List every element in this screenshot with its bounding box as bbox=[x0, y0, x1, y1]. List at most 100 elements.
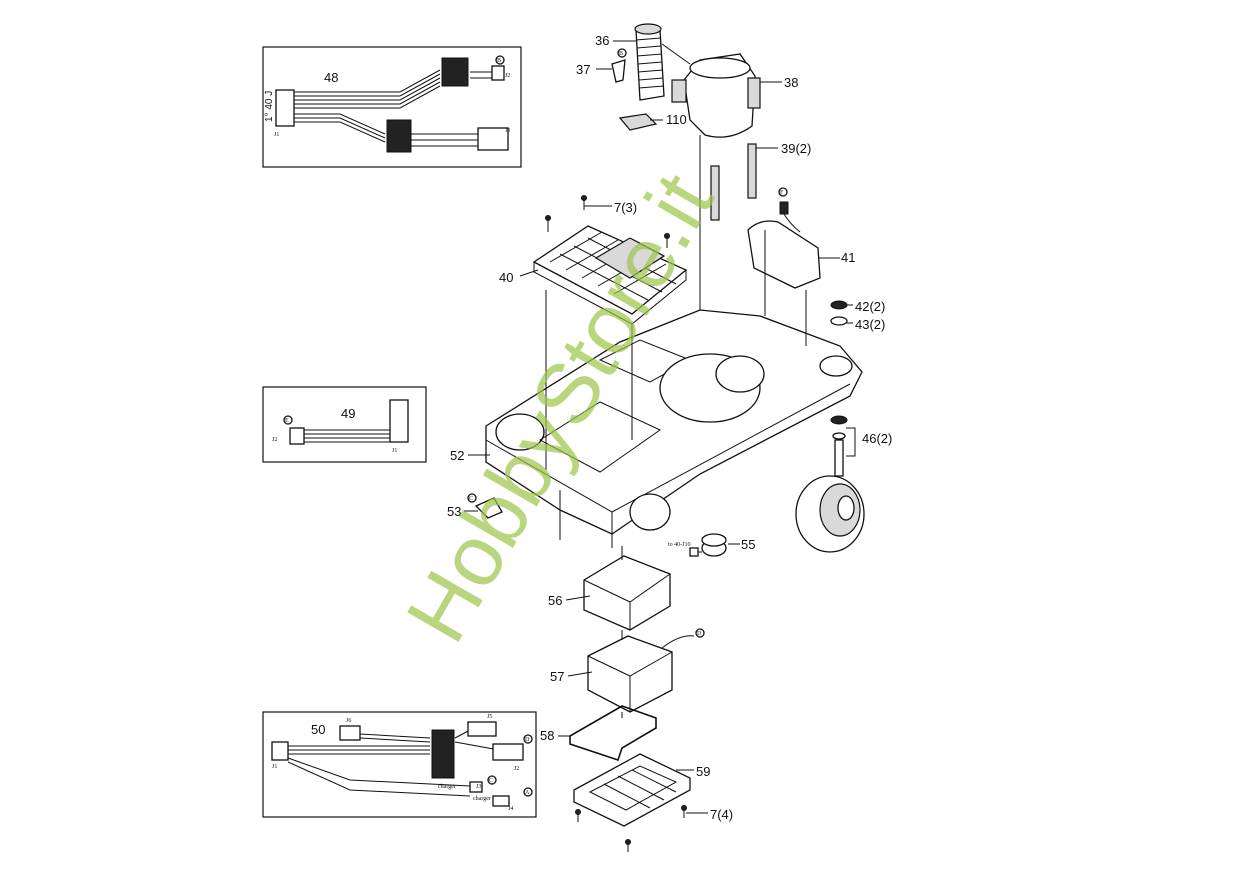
screws-7-bottom bbox=[575, 805, 687, 852]
wheel-axle bbox=[834, 439, 844, 477]
harness-50-circle-a bbox=[523, 734, 533, 744]
part-57-letter: D bbox=[697, 631, 702, 637]
callout-57: 57 bbox=[550, 669, 564, 684]
connector-note: to 40-J10 bbox=[668, 542, 691, 548]
part-38-housing bbox=[671, 53, 761, 138]
part-57-battery: D bbox=[587, 628, 705, 713]
part-53-tab: C bbox=[467, 493, 503, 519]
part-53-letter: C bbox=[469, 496, 473, 502]
harness-50-connector-j5 bbox=[467, 721, 497, 737]
hub-washer-b bbox=[832, 432, 846, 440]
part-36-ribs bbox=[635, 37, 665, 89]
chassis-center-ring bbox=[715, 355, 765, 393]
part-55-connector bbox=[689, 547, 699, 557]
part-59-plate bbox=[573, 753, 691, 827]
part-38-top-ring bbox=[689, 57, 751, 79]
harness-50-j4-label: J4 bbox=[508, 806, 513, 812]
part-52-chassis bbox=[485, 309, 863, 548]
part-41-bracket: F bbox=[747, 187, 821, 289]
part-38-tab bbox=[671, 79, 687, 103]
harness-50-charger-b: charger bbox=[473, 796, 491, 802]
harness-48-connector-j3 bbox=[477, 127, 509, 151]
callout-40: 40 bbox=[499, 270, 513, 285]
part-36-top bbox=[634, 23, 662, 35]
top-cap-letter: B bbox=[619, 51, 623, 57]
harness-49-j2-label: J2 bbox=[272, 437, 277, 443]
part-40-grid bbox=[549, 231, 677, 301]
harness-48-wires bbox=[294, 69, 495, 147]
part-37-clip bbox=[611, 59, 626, 83]
hub-washer-a bbox=[830, 415, 848, 425]
harness-50-letter-b: C bbox=[489, 778, 493, 784]
harness-48-vertical-text: 1° 40 J bbox=[264, 91, 275, 122]
chassis-body bbox=[485, 309, 863, 535]
callout-56: 56 bbox=[548, 593, 562, 608]
callout-55: 55 bbox=[741, 537, 755, 552]
harness-50-j2-label: J2 bbox=[514, 766, 519, 772]
harness-49-connector-j2 bbox=[289, 427, 305, 445]
harness-50-connector-j6 bbox=[339, 725, 361, 741]
harness-50-charger-a: charger bbox=[438, 784, 456, 790]
part-53-body bbox=[474, 497, 503, 519]
harness-50-connector-j3 bbox=[469, 781, 483, 793]
callout-7-bottom: 7(4) bbox=[710, 807, 733, 822]
part-56-body bbox=[583, 555, 671, 631]
harness-50-j3-label: J3 bbox=[476, 784, 481, 790]
harness-48-circle-tag bbox=[495, 55, 505, 65]
callout-41: 41 bbox=[841, 250, 855, 265]
callout-36: 36 bbox=[595, 33, 609, 48]
part-41-letter: F bbox=[780, 190, 784, 196]
part-57-body bbox=[587, 635, 673, 713]
part-41-connector bbox=[779, 201, 789, 215]
wheel-center bbox=[837, 495, 855, 521]
harness-48-connector-j2 bbox=[491, 65, 505, 81]
part-53-circle-tag bbox=[467, 493, 477, 503]
spring-left bbox=[710, 165, 720, 221]
washer-43 bbox=[830, 316, 848, 326]
harness-50-j6-label: J6 bbox=[346, 718, 351, 724]
harness-50-clip bbox=[431, 729, 455, 779]
callout-53: 53 bbox=[447, 504, 461, 519]
callout-46: 46(2) bbox=[862, 431, 892, 446]
part-46-wheel bbox=[795, 415, 865, 553]
callout-48: 48 bbox=[324, 70, 338, 85]
harness-50-connector-j2 bbox=[492, 743, 524, 761]
part-39-springs bbox=[710, 143, 757, 221]
callout-37: 37 bbox=[576, 62, 590, 77]
harness-48-clip-a bbox=[441, 57, 469, 87]
harness-48-j2-label: J2 bbox=[505, 73, 510, 79]
harness-49-wires bbox=[304, 429, 390, 443]
part-59-body bbox=[573, 753, 691, 827]
callout-43: 43(2) bbox=[855, 317, 885, 332]
harness-50-j1-label: J1 bbox=[272, 764, 277, 770]
chassis-left-well bbox=[495, 413, 545, 451]
callout-50: 50 bbox=[311, 722, 325, 737]
callout-110: 110 bbox=[666, 112, 687, 127]
part-55-top bbox=[701, 533, 727, 547]
callout-58: 58 bbox=[540, 728, 554, 743]
chassis-right-mount bbox=[819, 355, 853, 377]
callout-7-top: 7(3) bbox=[614, 200, 637, 215]
callout-38: 38 bbox=[784, 75, 798, 90]
harness-49-connector-j1 bbox=[389, 399, 409, 443]
part-36-shaft bbox=[634, 23, 665, 101]
callout-59: 59 bbox=[696, 764, 710, 779]
harness-50-panel: 50 J1 J2 J3 J4 J5 J6 charger charger D C… bbox=[262, 711, 537, 818]
leader-lines bbox=[464, 40, 856, 814]
harness-50-circle-b bbox=[487, 775, 497, 785]
chassis-front-bore bbox=[629, 493, 671, 531]
harness-49-letter: E bbox=[285, 418, 289, 424]
harness-48-connector-j1 bbox=[275, 89, 295, 127]
part-41-circle-tag bbox=[778, 187, 788, 197]
part-41-body bbox=[747, 220, 821, 289]
callout-49: 49 bbox=[341, 406, 355, 421]
part-57-circle-tag bbox=[695, 628, 705, 638]
callout-42: 42(2) bbox=[855, 299, 885, 314]
washer-42 bbox=[830, 300, 848, 310]
screws-7-top bbox=[545, 195, 670, 248]
harness-49-j1-label: J1 bbox=[392, 448, 397, 454]
harness-50-letter-c: A bbox=[525, 790, 530, 796]
part-56-holder bbox=[583, 555, 671, 631]
harness-50-letter-a: D bbox=[525, 737, 530, 743]
